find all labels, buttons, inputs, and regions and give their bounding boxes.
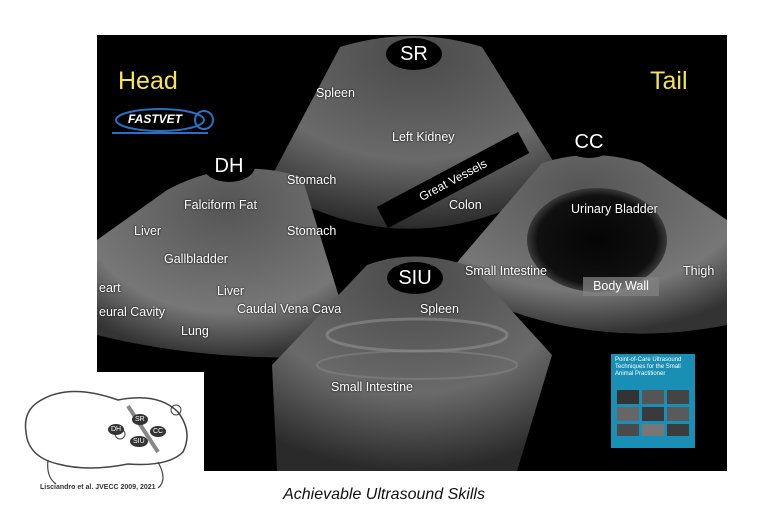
view-tag-siu: SIU [387, 262, 443, 294]
view-tag-sr: SR [386, 38, 442, 70]
label-liver-right: Liver [217, 284, 245, 298]
label-heart: eart [99, 281, 121, 295]
view-tag-dh: DH [203, 150, 255, 182]
inset-tag-dh: DH [108, 424, 125, 435]
label-liver-left: Liver [134, 224, 162, 238]
label-caudal-vena-cava: Caudal Vena Cava [237, 302, 342, 316]
siu-fan [272, 256, 552, 471]
label-left-kidney: Left Kidney [392, 130, 455, 144]
view-tag-cc: CC [563, 126, 615, 158]
head-label: Head [118, 67, 178, 95]
tail-label: Tail [650, 67, 688, 95]
inset-citation: Lisciandro et al. JVECC 2009, 2021 [40, 484, 156, 491]
label-urinary-bladder: Urinary Bladder [571, 202, 658, 216]
label-colon: Colon [449, 198, 482, 212]
inset-tag-sr: SR [132, 414, 148, 425]
label-pleural-cavity: eural Cavity [99, 305, 165, 319]
dh-fan [97, 168, 357, 358]
label-stomach-upper: Stomach [287, 173, 337, 187]
label-small-intestine-right: Small Intestine [465, 264, 547, 278]
inset-tag-siu: SIU [130, 436, 148, 447]
slide-caption: Achievable Ultrasound Skills [283, 486, 485, 503]
label-thigh: Thigh [683, 264, 715, 278]
dog-diagram-inset: SR DH CC SIU [8, 372, 204, 494]
book-cover-images [617, 390, 689, 436]
label-spleen-mid: Spleen [420, 302, 459, 316]
fastvet-logo: FASTVET [112, 106, 216, 140]
label-lung: Lung [181, 324, 209, 338]
book-cover: Point-of-Care Ultrasound Techniques for … [611, 354, 695, 448]
ultrasound-fans [97, 36, 727, 471]
label-falciform-fat: Falciform Fat [184, 198, 257, 212]
dog-outline [24, 390, 188, 489]
label-spleen-top: Spleen [316, 86, 355, 100]
label-gallbladder: Gallbladder [164, 252, 228, 266]
inset-tag-cc: CC [150, 426, 167, 437]
urinary-bladder-shape [527, 188, 667, 292]
sr-fan [267, 36, 565, 229]
label-stomach-lower: Stomach [287, 224, 337, 238]
logo-text: FASTVET [128, 112, 183, 126]
label-small-intestine-bottom: Small Intestine [331, 380, 413, 394]
book-title: Point-of-Care Ultrasound Techniques for … [615, 357, 682, 377]
label-body-wall: Body Wall [583, 277, 659, 296]
